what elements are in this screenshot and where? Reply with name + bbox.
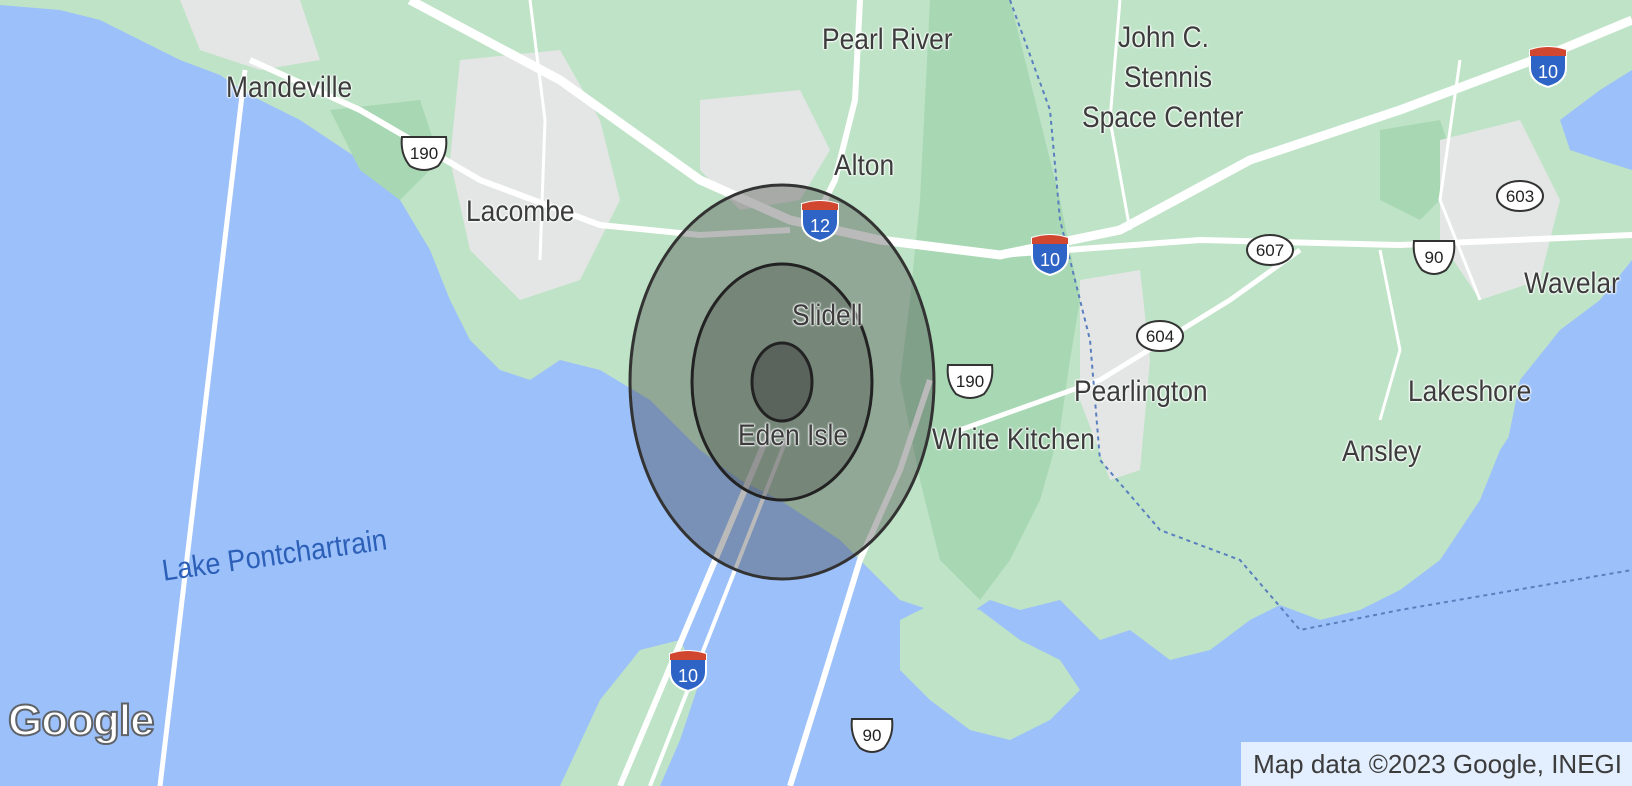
- urban-area-4: [1440, 120, 1560, 300]
- causeway-road: [157, 69, 248, 786]
- urban-area-3: [1080, 270, 1150, 480]
- urban-area-2: [700, 90, 830, 210]
- place-pearl-river: Pearl River: [822, 23, 953, 56]
- us-route-shield-190-west: 190: [400, 136, 448, 171]
- hwy-190-south: [787, 379, 933, 786]
- urban-area-5: [180, 0, 320, 70]
- place-ansley: Ansley: [1342, 435, 1422, 468]
- place-space-center: Space Center: [1082, 101, 1244, 134]
- i12-number: 12: [810, 216, 830, 236]
- svg-text:10: 10: [678, 666, 698, 686]
- state-route-shield-604: 604: [1136, 320, 1184, 352]
- svg-text:10: 10: [1040, 250, 1060, 270]
- state-route-shield-607: 607: [1246, 234, 1294, 266]
- svg-text:190: 190: [956, 372, 984, 391]
- svg-text:10: 10: [1538, 62, 1558, 82]
- place-mandeville: Mandeville: [226, 71, 353, 104]
- google-logo[interactable]: Google: [7, 695, 156, 746]
- place-alton: Alton: [834, 149, 895, 182]
- park-area-2: [330, 100, 440, 200]
- i10-bridge-2: [648, 429, 792, 786]
- interstate-shield-i12: 12: [801, 200, 839, 242]
- place-lacombe: Lacombe: [466, 195, 575, 228]
- radius-ring-inner: [750, 341, 814, 423]
- place-lakeshore: Lakeshore: [1408, 375, 1532, 408]
- svg-text:190: 190: [410, 144, 438, 163]
- park-area: [900, 0, 1080, 600]
- road-local-3: [528, 0, 547, 261]
- hwy-east: [999, 232, 1632, 258]
- place-slidell: Slidell: [792, 299, 863, 332]
- place-pearlington: Pearlington: [1074, 375, 1208, 408]
- hwy-190-west: [248, 57, 791, 239]
- place-waveland: Wavelar: [1524, 267, 1620, 300]
- svg-text:90: 90: [1425, 248, 1444, 267]
- svg-text:607: 607: [1256, 241, 1284, 260]
- place-eden-isle: Eden Isle: [738, 419, 849, 452]
- radius-ring-middle: [690, 262, 874, 502]
- road-local-1: [1108, 0, 1132, 231]
- us-route-shield-90-east: 90: [1412, 240, 1456, 275]
- us-route-shield-90-south: 90: [850, 718, 894, 753]
- place-stennis: Stennis: [1124, 61, 1213, 94]
- place-white-kitchen: White Kitchen: [932, 423, 1095, 456]
- state-route-shield-603: 603: [1496, 180, 1544, 212]
- place-john-c: John C.: [1118, 21, 1209, 54]
- state-boundary: [1009, 0, 1632, 632]
- coastal-water-ne: [1400, 280, 1632, 786]
- us-route-shield-190-east: 190: [946, 364, 994, 399]
- svg-text:604: 604: [1146, 327, 1174, 346]
- map-attribution[interactable]: Map data ©2023 Google, INEGI: [1241, 742, 1632, 786]
- road-local-2: [1378, 249, 1402, 421]
- radius-ring-outer: [628, 183, 936, 581]
- interstate-shield-i10-ne: 10: [1529, 46, 1567, 88]
- svg-text:603: 603: [1506, 187, 1534, 206]
- coastal-water-e: [1560, 70, 1632, 170]
- svg-text:90: 90: [863, 726, 882, 745]
- interstate-shield-i10-south: 10: [669, 650, 707, 692]
- urban-area: [450, 50, 620, 300]
- road-local-4: [1438, 59, 1482, 301]
- interstate-shield-i10-center: 10: [1031, 234, 1069, 276]
- island-se: [900, 600, 1080, 740]
